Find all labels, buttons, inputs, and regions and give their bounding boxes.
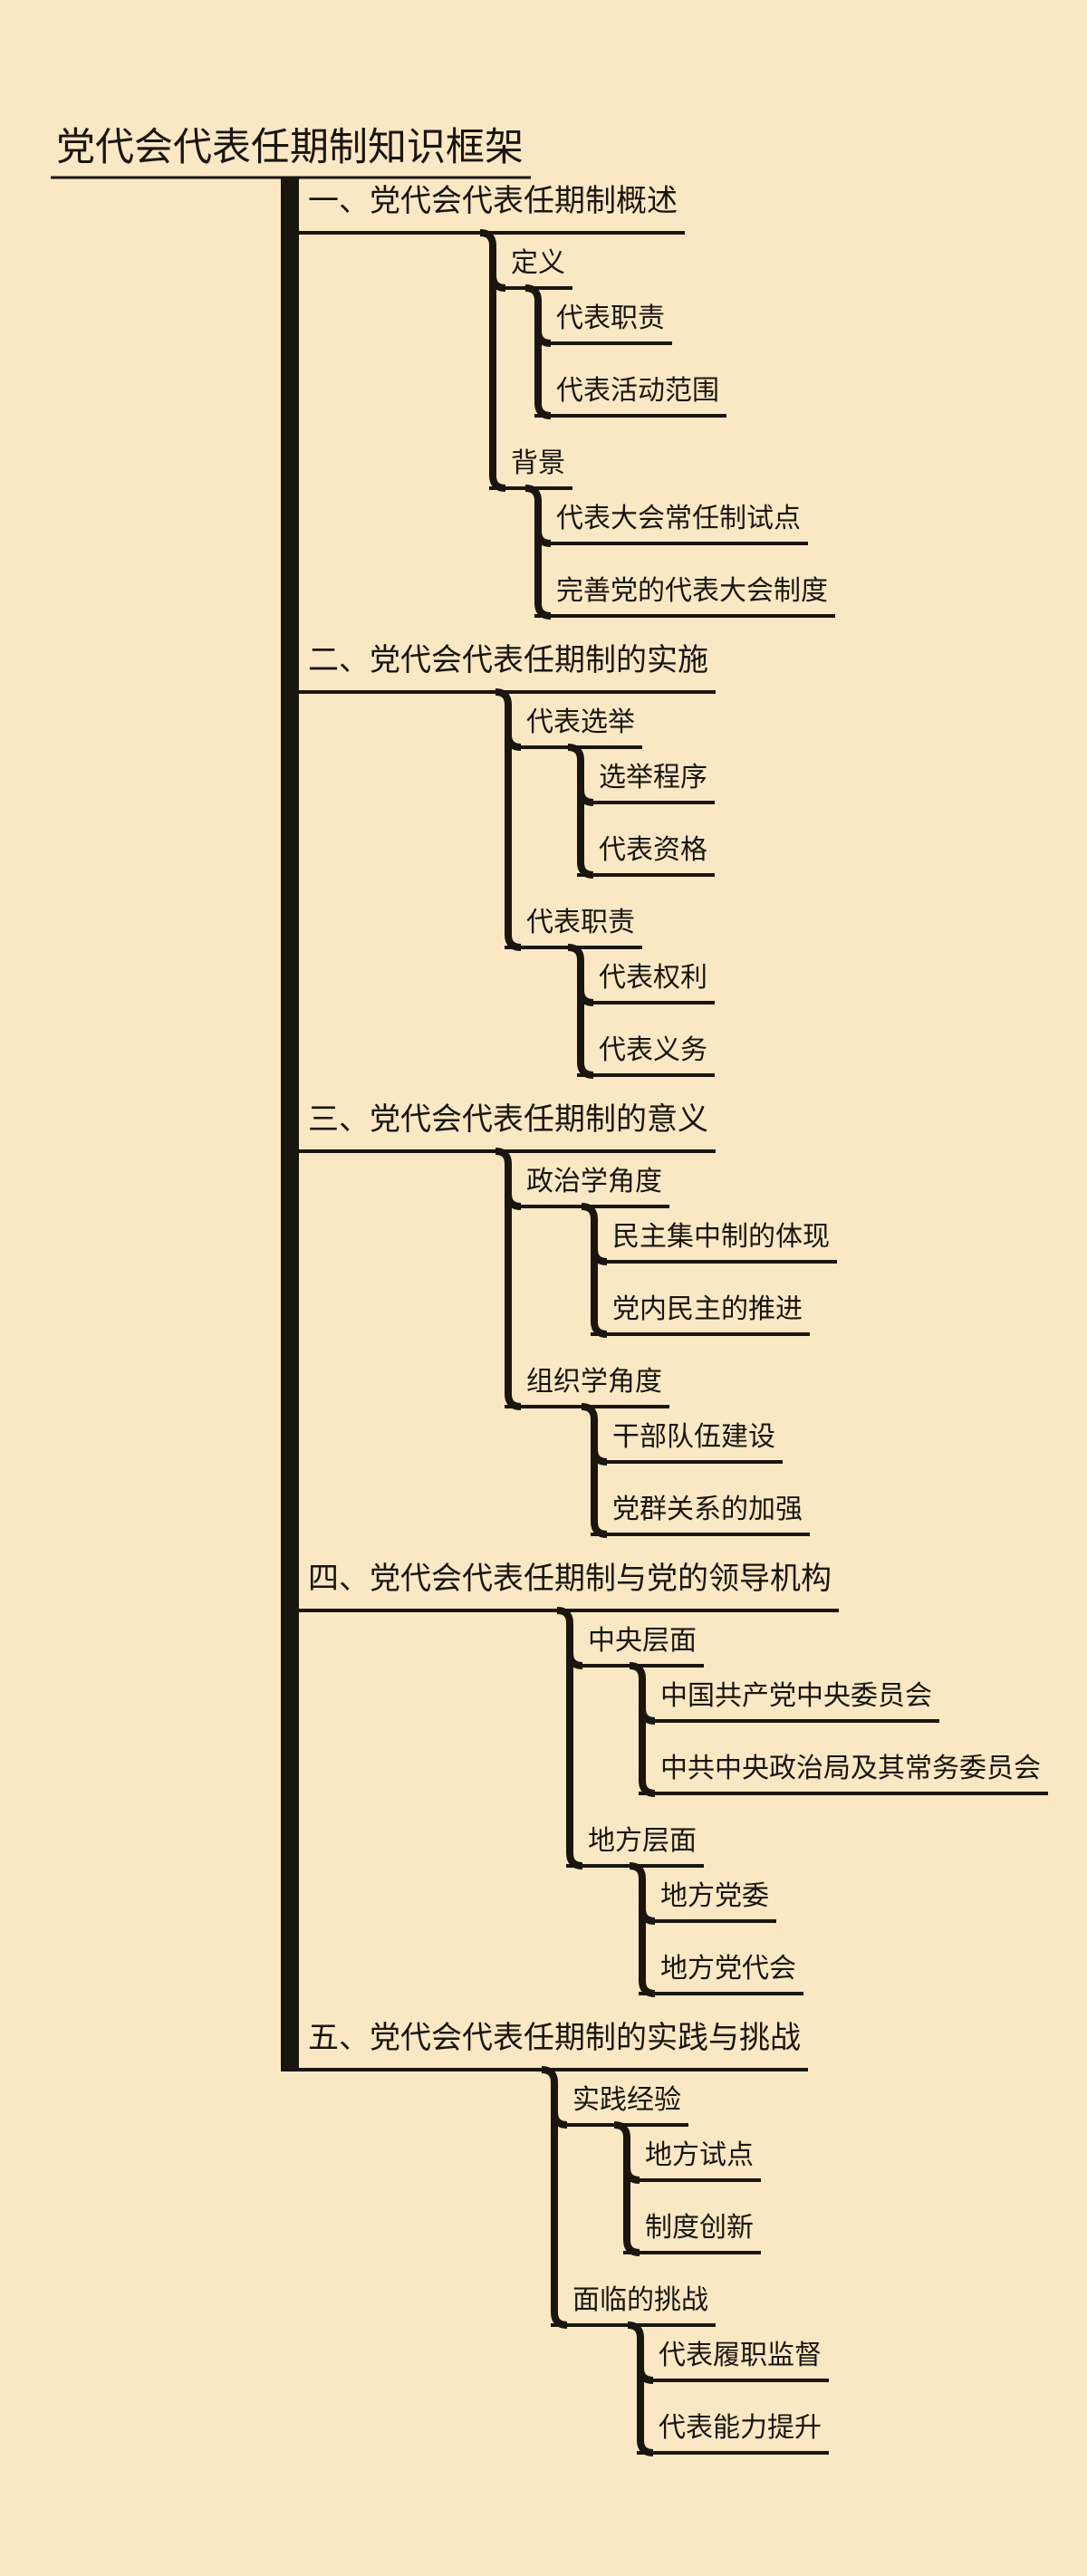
branch-elbow [577, 789, 594, 806]
branch-connector [541, 2066, 568, 2329]
leaf-node-label: 干部队伍建设 [612, 1422, 775, 1452]
branch-node-label: 地方层面 [588, 1826, 697, 1856]
branch-connector [629, 1662, 656, 1797]
leaf-node-label: 完善党的代表大会制度 [556, 576, 828, 606]
branch-connector [495, 688, 522, 951]
branch-connector [629, 1862, 656, 1997]
leaf-node-label: 代表资格 [599, 835, 707, 865]
branch-elbow [591, 1448, 608, 1466]
branch-elbow [566, 1652, 583, 1669]
branch-connector [567, 944, 594, 1079]
leaf-node-label: 选举程序 [599, 763, 707, 793]
branch-elbow [591, 1248, 608, 1265]
branch-node-label: 中央层面 [588, 1626, 697, 1656]
leaf-node-label: 代表大会常任制试点 [556, 504, 801, 533]
branch-connector [556, 1607, 583, 1870]
leaf-node-label: 代表活动范围 [556, 376, 719, 406]
branch-connector [627, 2321, 654, 2456]
leaf-node-label: 民主集中制的体现 [612, 1222, 830, 1252]
branch-connector [581, 1203, 608, 1338]
leaf-node-label: 代表职责 [556, 303, 665, 333]
leaf-node-label: 中共中央政治局及其常务委员会 [660, 1754, 1041, 1783]
branch-connector [495, 1148, 522, 1410]
branch-connector [524, 284, 552, 419]
section-node-label: 三、党代会代表任期制的意义 [308, 1102, 708, 1137]
branch-connector [613, 2121, 640, 2256]
leaf-node-label: 党群关系的加强 [612, 1495, 803, 1524]
branch-node-label: 定义 [511, 248, 565, 278]
leaf-node-label: 地方试点 [645, 2140, 754, 2170]
branch-connector [567, 744, 594, 879]
branch-connector [581, 1403, 608, 1538]
leaf-node-label: 代表能力提升 [659, 2413, 822, 2443]
section-node-label: 四、党代会代表任期制与党的领导机构 [308, 1562, 832, 1596]
branch-node-label: 实践经验 [572, 2085, 681, 2115]
branch-elbow [639, 1707, 656, 1725]
branch-elbow [551, 2111, 568, 2129]
branch-elbow [577, 989, 594, 1006]
branch-node-label: 组织学角度 [526, 1367, 662, 1397]
branch-node-label: 面临的挑战 [572, 2285, 708, 2315]
branch-elbow [534, 530, 552, 547]
leaf-node-label: 地方党代会 [660, 1954, 796, 1984]
branch-elbow [639, 1908, 656, 1925]
section-node-label: 五、党代会代表任期制的实践与挑战 [308, 2021, 801, 2055]
section-node-label: 一、党代会代表任期制概述 [308, 184, 678, 218]
leaf-node-label: 代表义务 [599, 1035, 707, 1065]
branch-node-label: 代表职责 [526, 908, 635, 937]
leaf-node-label: 中国共产党中央委员会 [660, 1681, 932, 1711]
leaf-node-label: 地方党委 [660, 1881, 769, 1911]
leaf-node-label: 制度创新 [645, 2213, 754, 2243]
branch-node-label: 政治学角度 [526, 1167, 662, 1197]
branch-connector [479, 229, 506, 492]
leaf-node-label: 代表权利 [599, 963, 707, 993]
section-node-label: 二、党代会代表任期制的实施 [308, 643, 708, 678]
branch-elbow [505, 734, 522, 751]
branch-connector [524, 485, 552, 620]
branch-node-label: 代表选举 [526, 707, 635, 737]
branch-elbow [623, 2167, 640, 2184]
branch-elbow [505, 1193, 522, 1210]
mindmap-root-label: 党代会代表任期制知识框架 [56, 126, 524, 169]
leaf-node-label: 代表履职监督 [659, 2341, 822, 2370]
branch-elbow [637, 2367, 654, 2384]
branch-node-label: 背景 [511, 448, 565, 478]
branch-elbow [489, 274, 506, 292]
leaf-node-label: 党内民主的推进 [612, 1294, 803, 1324]
branch-elbow [534, 330, 552, 347]
